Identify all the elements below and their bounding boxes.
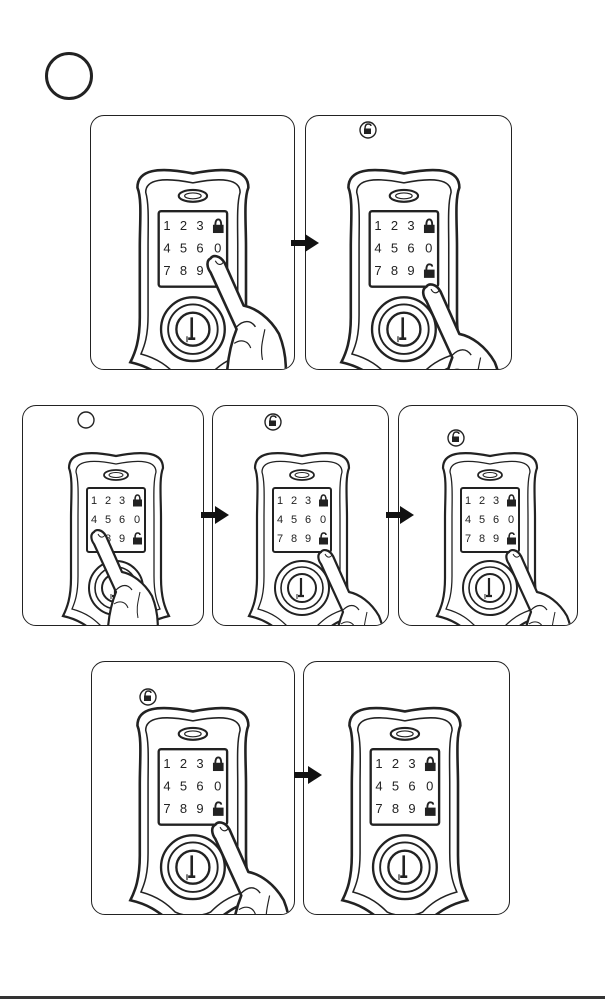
- keypad-key-1: 1: [163, 756, 170, 771]
- keypad-key-9: 9: [196, 263, 203, 278]
- keypad-key-0: 0: [214, 779, 221, 794]
- deadbolt-lock: 123 4560 789: [130, 170, 286, 370]
- step-number-circle: [45, 52, 93, 100]
- keypad-key-7: 7: [163, 263, 170, 278]
- keypad-key-8: 8: [291, 533, 297, 545]
- keypad-key-3: 3: [305, 495, 311, 507]
- keypad-key-7: 7: [375, 801, 382, 816]
- arrow-right-icon: [291, 233, 321, 253]
- keypad-key-8: 8: [180, 263, 187, 278]
- keypad-key-3: 3: [196, 218, 203, 233]
- keypad-key-5: 5: [180, 779, 187, 794]
- keypad-key-0: 0: [214, 241, 221, 256]
- keypad-key-9: 9: [305, 533, 311, 545]
- keypad-key-1: 1: [465, 495, 471, 507]
- keypad-key-2: 2: [180, 218, 187, 233]
- deadbolt-lock: 123 4560 789: [341, 170, 501, 370]
- deadbolt-lock: 123 4560 789: [437, 453, 573, 626]
- keypad-key-2: 2: [479, 495, 485, 507]
- keypad-key-8: 8: [392, 801, 399, 816]
- keypad-key-3: 3: [196, 756, 203, 771]
- keypad-key-1: 1: [91, 495, 97, 507]
- keypad-key-2: 2: [105, 495, 111, 507]
- keypad-key-5: 5: [105, 514, 111, 526]
- keypad-key-9: 9: [407, 263, 414, 278]
- keypad-key-8: 8: [479, 533, 485, 545]
- keypad-key-5: 5: [391, 241, 398, 256]
- empty-status-circle: [78, 412, 94, 428]
- unlocked-status-icon: [448, 430, 464, 446]
- arrow-right-icon: [386, 505, 416, 525]
- keypad-key-2: 2: [392, 756, 399, 771]
- keypad-key-4: 4: [374, 241, 381, 256]
- unlocked-status-icon: [140, 689, 156, 705]
- keypad-key-1: 1: [375, 756, 382, 771]
- keypad-key-3: 3: [493, 495, 499, 507]
- keypad-key-6: 6: [493, 514, 499, 526]
- keypad-key-8: 8: [391, 263, 398, 278]
- keypad-key-7: 7: [163, 801, 170, 816]
- unlocked-status-icon: [265, 414, 281, 430]
- keypad-key-1: 1: [277, 495, 283, 507]
- keypad-key-0: 0: [426, 779, 433, 794]
- keypad-key-5: 5: [180, 241, 187, 256]
- arrow-right-icon: [201, 505, 231, 525]
- keypad-key-4: 4: [163, 241, 170, 256]
- keypad-key-7: 7: [465, 533, 471, 545]
- keypad-key-0: 0: [320, 514, 326, 526]
- keypad-key-8: 8: [180, 801, 187, 816]
- keypad-key-4: 4: [163, 779, 170, 794]
- keypad-key-0: 0: [508, 514, 514, 526]
- keypad-key-4: 4: [91, 514, 97, 526]
- keypad-key-4: 4: [375, 779, 382, 794]
- keypad-key-0: 0: [425, 241, 432, 256]
- keypad-key-3: 3: [408, 756, 415, 771]
- keypad-key-2: 2: [391, 218, 398, 233]
- keypad-key-7: 7: [374, 263, 381, 278]
- keypad-key-5: 5: [291, 514, 297, 526]
- keypad-key-2: 2: [180, 756, 187, 771]
- keypad-key-1: 1: [163, 218, 170, 233]
- keypad-key-1: 1: [374, 218, 381, 233]
- keypad-key-3: 3: [119, 495, 125, 507]
- keypad-key-7: 7: [277, 533, 283, 545]
- keypad-key-6: 6: [196, 241, 203, 256]
- arrow-right-icon: [294, 765, 324, 785]
- keypad-key-6: 6: [408, 779, 415, 794]
- keypad-key-5: 5: [479, 514, 485, 526]
- keypad-key-9: 9: [408, 801, 415, 816]
- keypad-key-6: 6: [407, 241, 414, 256]
- keypad-key-9: 9: [119, 533, 125, 545]
- keypad-key-4: 4: [277, 514, 283, 526]
- keypad-key-2: 2: [291, 495, 297, 507]
- keypad-key-6: 6: [305, 514, 311, 526]
- keypad-key-4: 4: [465, 514, 471, 526]
- unlocked-status-icon: [360, 122, 376, 138]
- keypad-key-3: 3: [407, 218, 414, 233]
- keypad-key-9: 9: [196, 801, 203, 816]
- keypad-key-9: 9: [493, 533, 499, 545]
- keypad-key-5: 5: [392, 779, 399, 794]
- keypad-key-6: 6: [196, 779, 203, 794]
- keypad-key-0: 0: [134, 514, 140, 526]
- keypad-key-6: 6: [119, 514, 125, 526]
- panel-1: 123 4560 789: [90, 115, 295, 370]
